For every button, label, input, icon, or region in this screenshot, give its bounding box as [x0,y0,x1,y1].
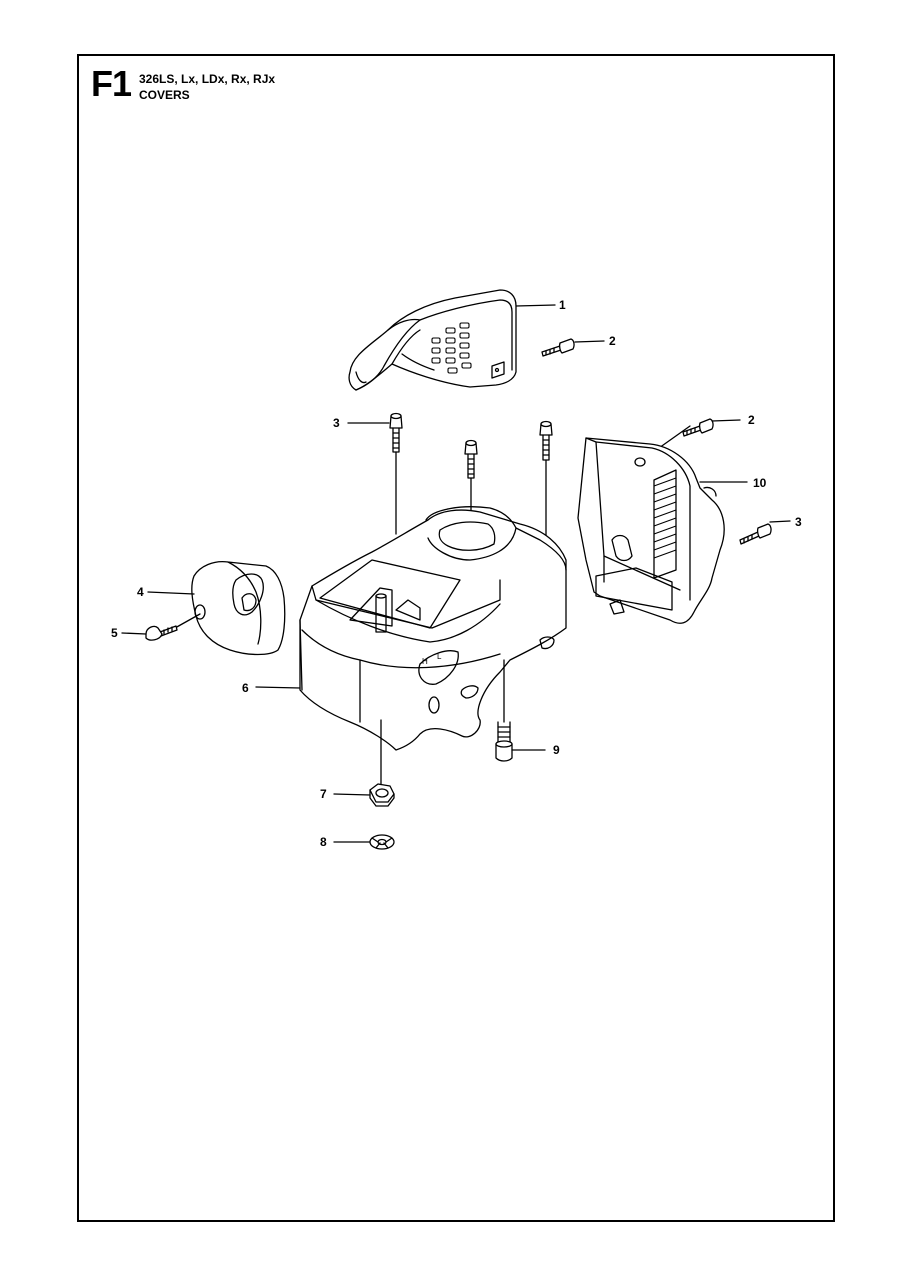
bolt-9 [495,721,513,762]
cylinder-cover-part [299,506,567,751]
callout-part-8: 8 [320,835,327,849]
page-frame [77,54,835,1222]
callout-part-3-left: 3 [333,416,340,430]
callout-part-10: 10 [753,476,767,490]
screw-right [539,420,553,461]
callout-part-2-right: 2 [748,413,755,427]
screw-5 [145,625,178,641]
callout-part-7: 7 [320,787,327,801]
figure-code: F1 [91,63,132,104]
callout-part-3-right: 3 [795,515,802,529]
screw-2-right [682,418,714,437]
callout-part-5: 5 [111,626,118,640]
callout-part-6: 6 [242,681,249,695]
section-title: COVERS [139,88,190,102]
model-list: 326LS, Lx, LDx, Rx, RJx [139,72,276,86]
muffler-cover-part [577,437,725,624]
screw-middle [464,439,478,479]
cover-marking-l: L [437,652,442,661]
screw-3-right [739,523,772,545]
callout-part-4: 4 [137,585,144,599]
cover-marking-h: H [422,657,428,666]
nut-7 [369,783,395,807]
callout-part-9: 9 [553,743,560,757]
callout-part-1: 1 [559,298,566,312]
callout-part-2-upper: 2 [609,334,616,348]
washer-8 [369,834,395,850]
screw-2-upper [541,338,575,357]
screw-3-left [389,412,403,453]
side-cover-part [191,560,286,656]
top-cover-part [348,289,517,391]
